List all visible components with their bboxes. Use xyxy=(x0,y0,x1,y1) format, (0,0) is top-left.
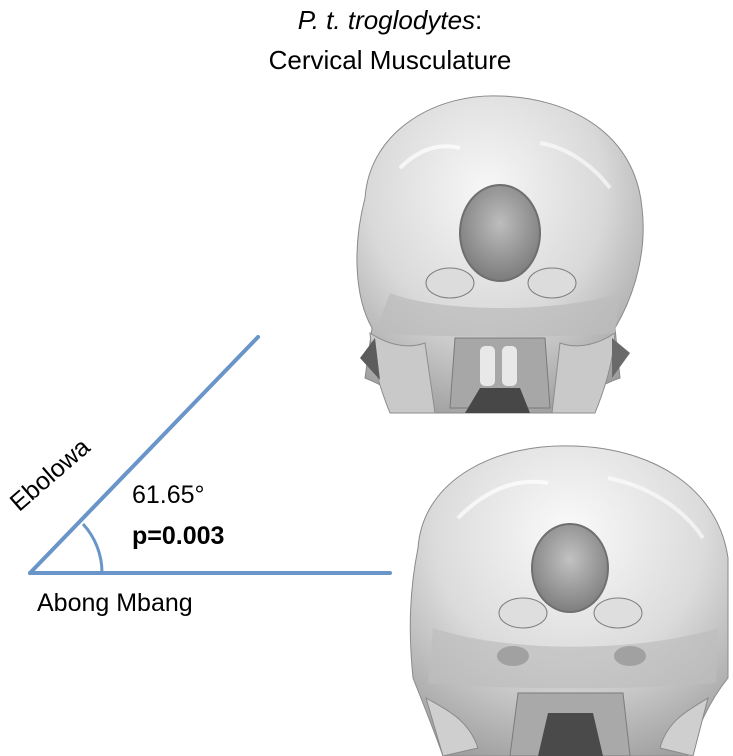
base-label: Abong Mbang xyxy=(37,588,193,618)
skull-top-image xyxy=(330,88,660,418)
angle-value: 61.65° xyxy=(132,480,205,510)
p-value: p=0.003 xyxy=(132,521,224,551)
angle-arc xyxy=(83,524,102,573)
skull-bottom-image xyxy=(398,428,733,756)
